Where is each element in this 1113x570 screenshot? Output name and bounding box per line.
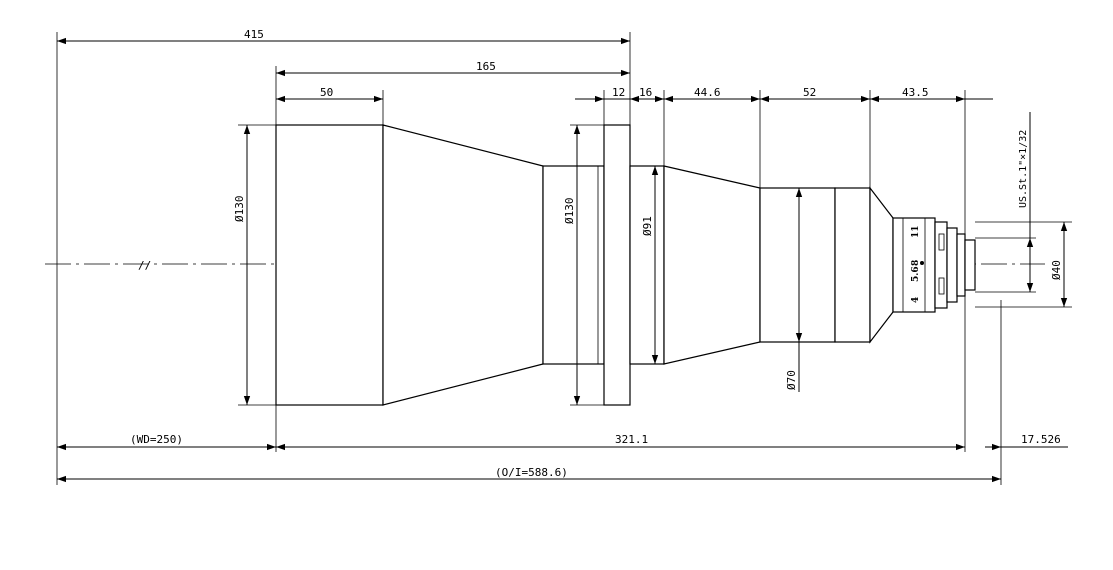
extension-lines — [56, 32, 1072, 485]
dim-dia-focus: Ø70 — [785, 370, 798, 390]
lock-ring — [934, 221, 948, 309]
aperture-mark-4: 4 — [911, 297, 921, 303]
dim-50: 50 — [320, 86, 333, 99]
mount-base — [946, 227, 958, 303]
dim-52: 52 — [803, 86, 816, 99]
focus-barrel — [759, 187, 836, 343]
dim-dia-mount: Ø40 — [1050, 260, 1063, 280]
dim-321-1: 321.1 — [615, 433, 648, 446]
dim-415: 415 — [244, 28, 264, 41]
axis-break-symbol: // — [138, 259, 151, 272]
c-mount-thread — [956, 233, 966, 297]
vertical-dimensions: Ø130 Ø130 Ø91 Ø70 US.St.1"×1/32 Ø40 — [233, 112, 1068, 405]
dim-43-5: 43.5 — [902, 86, 929, 99]
dim-working-distance: (WD=250) — [130, 433, 183, 446]
aperture-mark-8: 8 — [911, 260, 921, 266]
rear-taper — [869, 186, 894, 344]
focus-ring — [834, 187, 871, 343]
mounting-flange — [603, 124, 631, 406]
dim-dia-mid: Ø91 — [641, 216, 654, 236]
horizontal-dimensions: 415 165 50 12 16 44.6 52 43.5 (WD=250) 3… — [57, 28, 1068, 483]
front-barrel — [275, 124, 384, 406]
front-taper — [382, 124, 544, 406]
dim-object-to-image: (O/I=588.6) — [495, 466, 568, 479]
neck-section — [542, 165, 605, 365]
dim-thread: US.St.1"×1/32 — [1018, 130, 1029, 208]
dim-16: 16 — [639, 86, 652, 99]
dim-back-focus: 17.526 — [1021, 433, 1061, 446]
rear-collar — [629, 165, 665, 365]
dim-44-6: 44.6 — [694, 86, 721, 99]
rear-cone — [663, 165, 761, 365]
aperture-mark-11: 11 — [911, 225, 921, 238]
dim-dia-flange: Ø130 — [563, 198, 576, 225]
dim-dia-front: Ø130 — [233, 196, 246, 223]
aperture-mark-5-6: 5.6 — [911, 266, 921, 282]
lens-body: 11 8 5.6 4 — [275, 124, 976, 406]
dim-165: 165 — [476, 60, 496, 73]
aperture-ring — [892, 217, 936, 313]
dim-12: 12 — [612, 86, 625, 99]
